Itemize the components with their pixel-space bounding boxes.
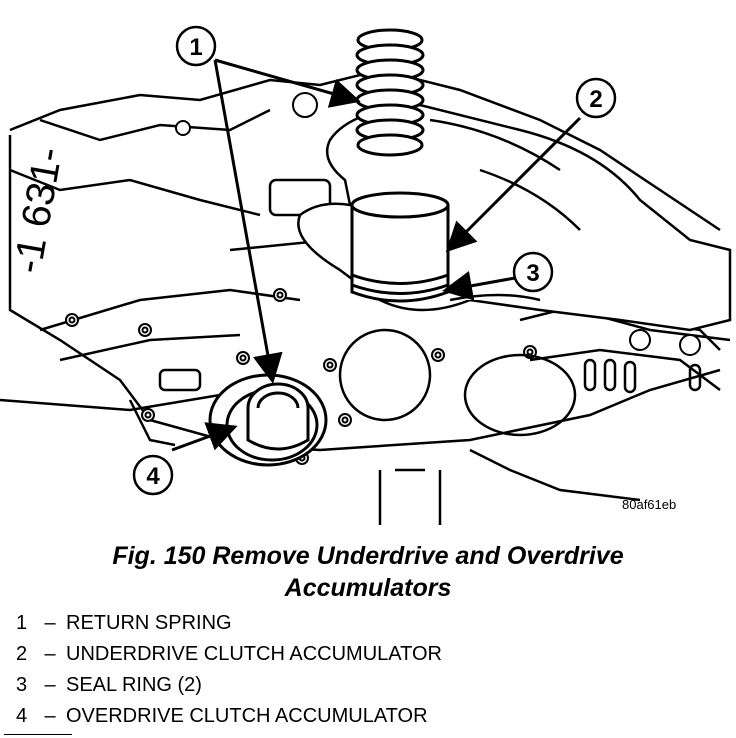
legend-label: UNDERDRIVE CLUTCH ACCUMULATOR <box>66 643 442 665</box>
legend-item: 3–SEAL RING (2) <box>16 670 442 701</box>
figure-code: 80af61eb <box>622 497 677 512</box>
return-spring <box>355 28 425 157</box>
legend-label: RETURN SPRING <box>66 612 232 634</box>
callout-2-label: 2 <box>589 86 602 113</box>
legend-item: 1–RETURN SPRING <box>16 608 442 639</box>
leader-lines <box>171 58 582 452</box>
legend-dash: – <box>44 705 56 727</box>
legend-item: 2–UNDERDRIVE CLUTCH ACCUMULATOR <box>16 639 442 670</box>
bores <box>338 328 702 437</box>
legend-number: 1 <box>16 612 28 634</box>
casting-text: -1 631- <box>6 144 71 276</box>
caption-line-2: Accumulators <box>284 574 452 602</box>
legend-dash: – <box>44 674 56 696</box>
callout-2: 2 <box>575 77 617 119</box>
callout-1-label: 1 <box>189 34 202 61</box>
legend-number: 4 <box>16 705 28 727</box>
underdrive-accumulator-piston <box>350 191 450 303</box>
callout-3-label: 3 <box>526 260 539 287</box>
legend-dash: – <box>44 612 56 634</box>
callout-3: 3 <box>512 251 554 293</box>
legend-label: SEAL RING (2) <box>66 674 202 696</box>
legend-dash: – <box>44 643 56 665</box>
legend-item: 4–OVERDRIVE CLUTCH ACCUMULATOR <box>16 701 442 732</box>
caption-line-1: Fig. 150 Remove Underdrive and Overdrive <box>112 542 624 570</box>
callout-4: 4 <box>132 454 174 496</box>
legend-label: OVERDRIVE CLUTCH ACCUMULATOR <box>66 705 428 727</box>
legend-number: 3 <box>16 674 28 696</box>
figure-caption: Fig. 150 Remove Underdrive and Overdrive… <box>0 540 736 604</box>
legend-number: 2 <box>16 643 28 665</box>
transmission-diagram: -1 631- <box>0 25 732 525</box>
callout-4-label: 4 <box>146 463 160 490</box>
overdrive-accumulator-bore <box>208 373 328 467</box>
divider <box>4 734 72 735</box>
legend: 1–RETURN SPRING 2–UNDERDRIVE CLUTCH ACCU… <box>16 608 442 732</box>
callout-1: 1 <box>175 25 217 67</box>
